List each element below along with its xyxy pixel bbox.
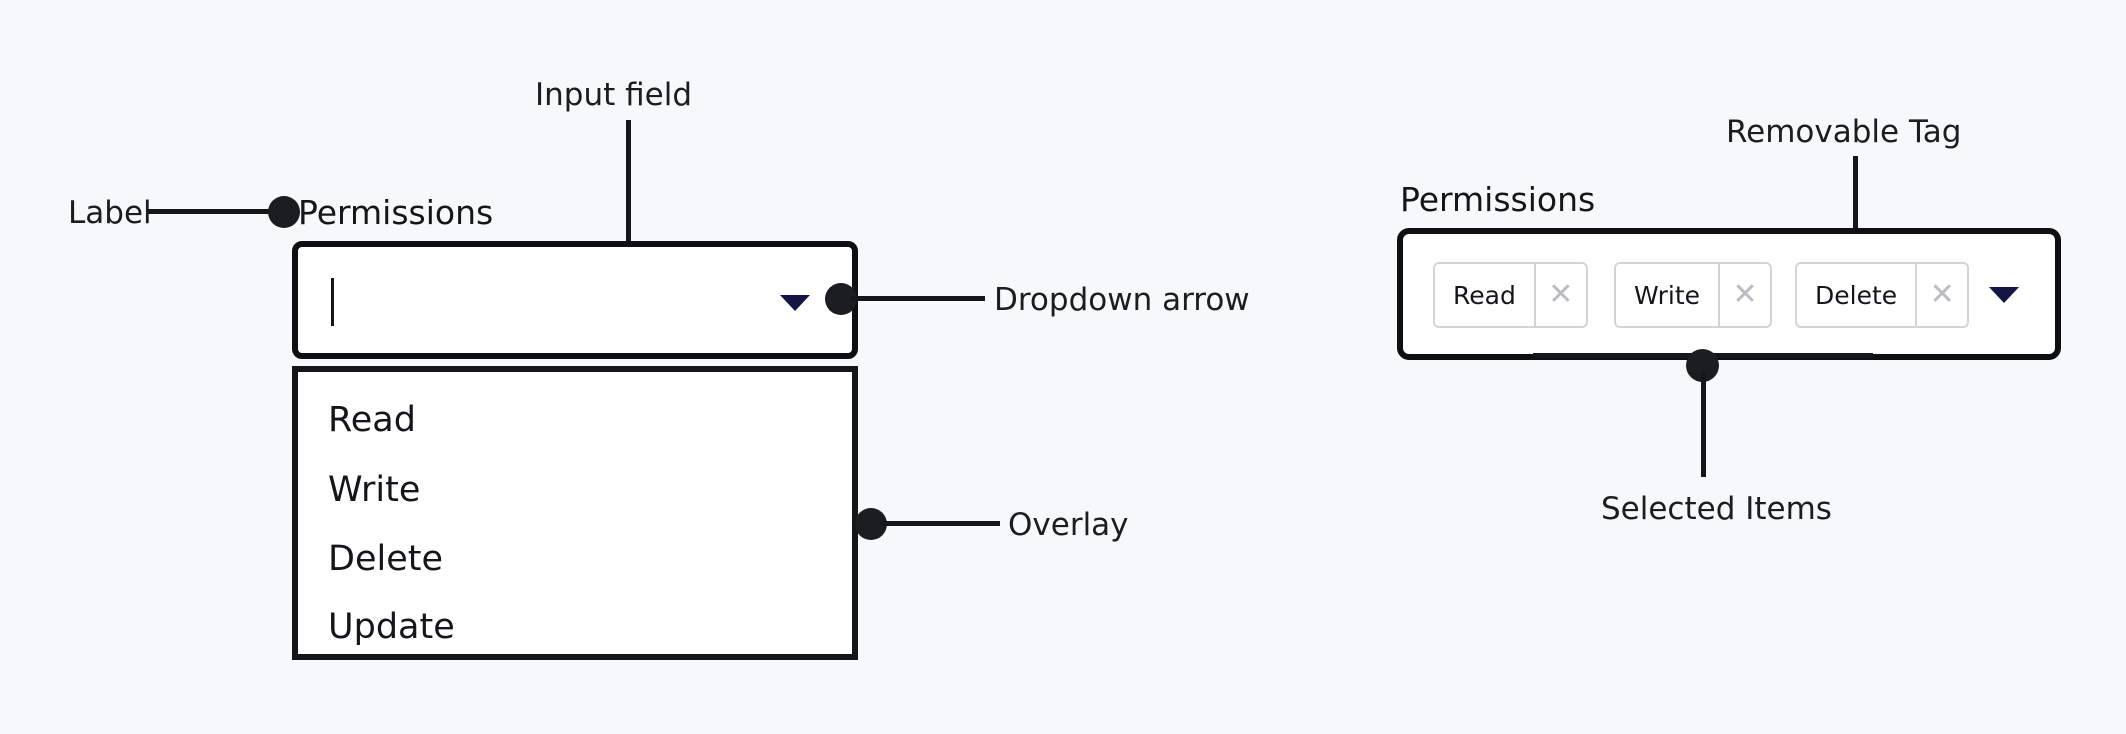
tag-write-label: Write [1634,280,1701,310]
annotation-label: Label [68,195,152,231]
tag-read[interactable]: Read ✕ [1433,262,1588,328]
permissions-input-field[interactable] [292,241,858,359]
annotation-input-field: Input field [535,77,693,113]
tag-read-label: Read [1453,280,1516,310]
connector-dot-label [268,196,300,228]
permissions-field-label-selected: Permissions [1400,180,1596,219]
annotation-selected-items: Selected Items [1601,491,1832,527]
overlay-option-write[interactable]: Write [328,470,421,510]
tag-delete-label: Delete [1815,280,1898,310]
connector-dropdown-arrow [850,296,985,301]
connector-selected-items [1701,372,1706,477]
tag-delete[interactable]: Delete ✕ [1795,262,1970,328]
overlay-option-read[interactable]: Read [328,400,416,440]
annotation-removable-tag: Removable Tag [1726,114,1962,150]
permissions-field-label: Permissions [298,193,494,232]
connector-label [148,209,283,214]
chevron-down-icon[interactable] [780,295,810,311]
close-icon[interactable]: ✕ [1533,264,1586,326]
chevron-down-icon-selected[interactable] [1989,287,2019,303]
overlay-option-update[interactable]: Update [328,607,455,647]
close-icon[interactable]: ✕ [1718,264,1770,326]
overlay-option-delete[interactable]: Delete [328,539,443,579]
annotation-dropdown-arrow: Dropdown arrow [994,282,1250,318]
permissions-overlay-list[interactable]: Read Write Delete Update [292,366,858,660]
tag-write[interactable]: Write ✕ [1614,262,1773,328]
annotation-overlay: Overlay [1008,507,1129,543]
connector-overlay [880,521,1000,526]
permissions-tags-field[interactable]: Read ✕ Write ✕ Delete ✕ [1397,228,2061,360]
text-caret [331,278,334,326]
connector-removable-tag [1853,156,1858,253]
connector-input-field [626,120,631,260]
close-icon[interactable]: ✕ [1915,264,1967,326]
